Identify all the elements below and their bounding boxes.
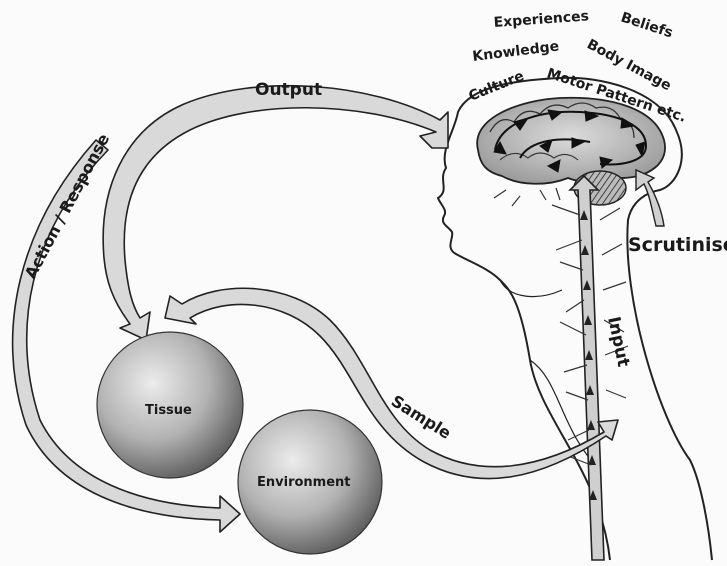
label-environment: Environment (257, 475, 351, 490)
label-tissue: Tissue (145, 403, 192, 418)
label-knowledge: Knowledge (472, 38, 561, 65)
chin-line (500, 280, 562, 297)
label-beliefs: Beliefs (619, 10, 675, 42)
label-scrutinise: Scrutinise (628, 234, 727, 256)
label-culture: Culture (467, 68, 527, 105)
spinal-input-arrow (494, 176, 628, 560)
label-input: Input (603, 315, 633, 369)
label-output: Output (255, 80, 322, 100)
label-action-response: Action / Response (21, 130, 114, 281)
label-experiences: Experiences (493, 8, 589, 31)
